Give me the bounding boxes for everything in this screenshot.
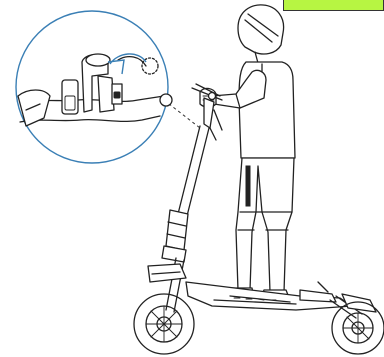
legs bbox=[226, 158, 294, 300]
deck bbox=[186, 282, 352, 310]
torso bbox=[239, 62, 295, 158]
highlight-label bbox=[284, 0, 383, 10]
brake-lever-detail bbox=[16, 11, 172, 163]
front-wheel bbox=[134, 294, 194, 354]
rider bbox=[200, 5, 295, 300]
helmet bbox=[238, 5, 284, 63]
steering-stem bbox=[162, 126, 209, 262]
front-fork bbox=[148, 258, 186, 312]
display-unit bbox=[62, 80, 78, 114]
